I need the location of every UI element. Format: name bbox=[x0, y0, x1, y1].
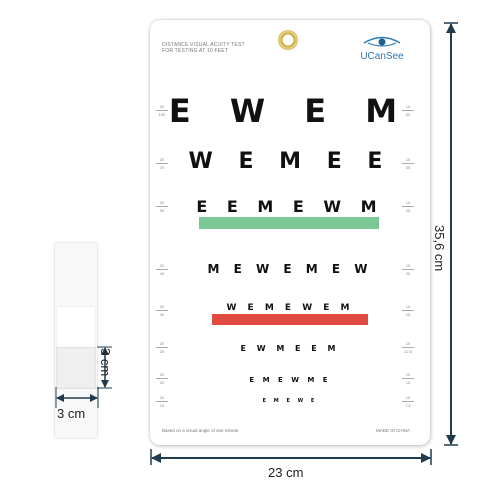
red-filter-bar bbox=[212, 314, 368, 325]
strip-pocket-lower bbox=[56, 347, 96, 389]
chart-row-2-letters: W E M E E bbox=[188, 149, 392, 174]
eye-logo-icon bbox=[363, 36, 401, 47]
chart-row-7-letters: E M E W M E bbox=[249, 376, 331, 384]
brand-logo: UCanSee bbox=[352, 34, 412, 64]
pocket-width-label: 3 cm bbox=[57, 406, 86, 421]
footer-origin: MADE IN CHINA bbox=[375, 428, 410, 433]
pocket-height-label: 3 cm bbox=[98, 348, 113, 377]
chart-header: DISTANCE VISUAL ACUITY TEST FOR TESTING … bbox=[162, 42, 245, 54]
eye-chart-card: DISTANCE VISUAL ACUITY TEST FOR TESTING … bbox=[150, 20, 430, 445]
hanging-grommet bbox=[278, 30, 298, 50]
pocket-height-arrow bbox=[97, 346, 112, 389]
chart-row-4-letters: M E W E M E W bbox=[207, 262, 373, 276]
occluder-strip bbox=[55, 243, 97, 438]
chart-row-1-letters: E W E M bbox=[168, 92, 412, 130]
chart-row-5-letters: W E M E W E M bbox=[226, 303, 354, 313]
chart-row-6-letters: E W M E E M bbox=[240, 344, 340, 353]
footer-note: Based on a visual angle of one minute bbox=[162, 428, 239, 433]
green-filter-bar bbox=[199, 217, 379, 229]
pocket-width-arrow bbox=[55, 387, 99, 408]
height-label: 35,6 cm bbox=[432, 225, 447, 272]
chart-row-8-letters: E M E W E bbox=[262, 398, 318, 404]
chart-row-3-letters: E E M E W M bbox=[196, 197, 384, 216]
brand-name: UCanSee bbox=[360, 51, 404, 62]
width-dimension-arrow bbox=[150, 449, 432, 465]
width-label: 23 cm bbox=[268, 465, 304, 480]
header-line-1: DISTANCE VISUAL ACUITY TEST bbox=[162, 42, 245, 48]
strip-pocket-upper bbox=[56, 306, 96, 348]
header-line-2: FOR TESTING AT 10 FEET bbox=[162, 48, 229, 54]
height-dimension-arrow bbox=[444, 22, 458, 446]
